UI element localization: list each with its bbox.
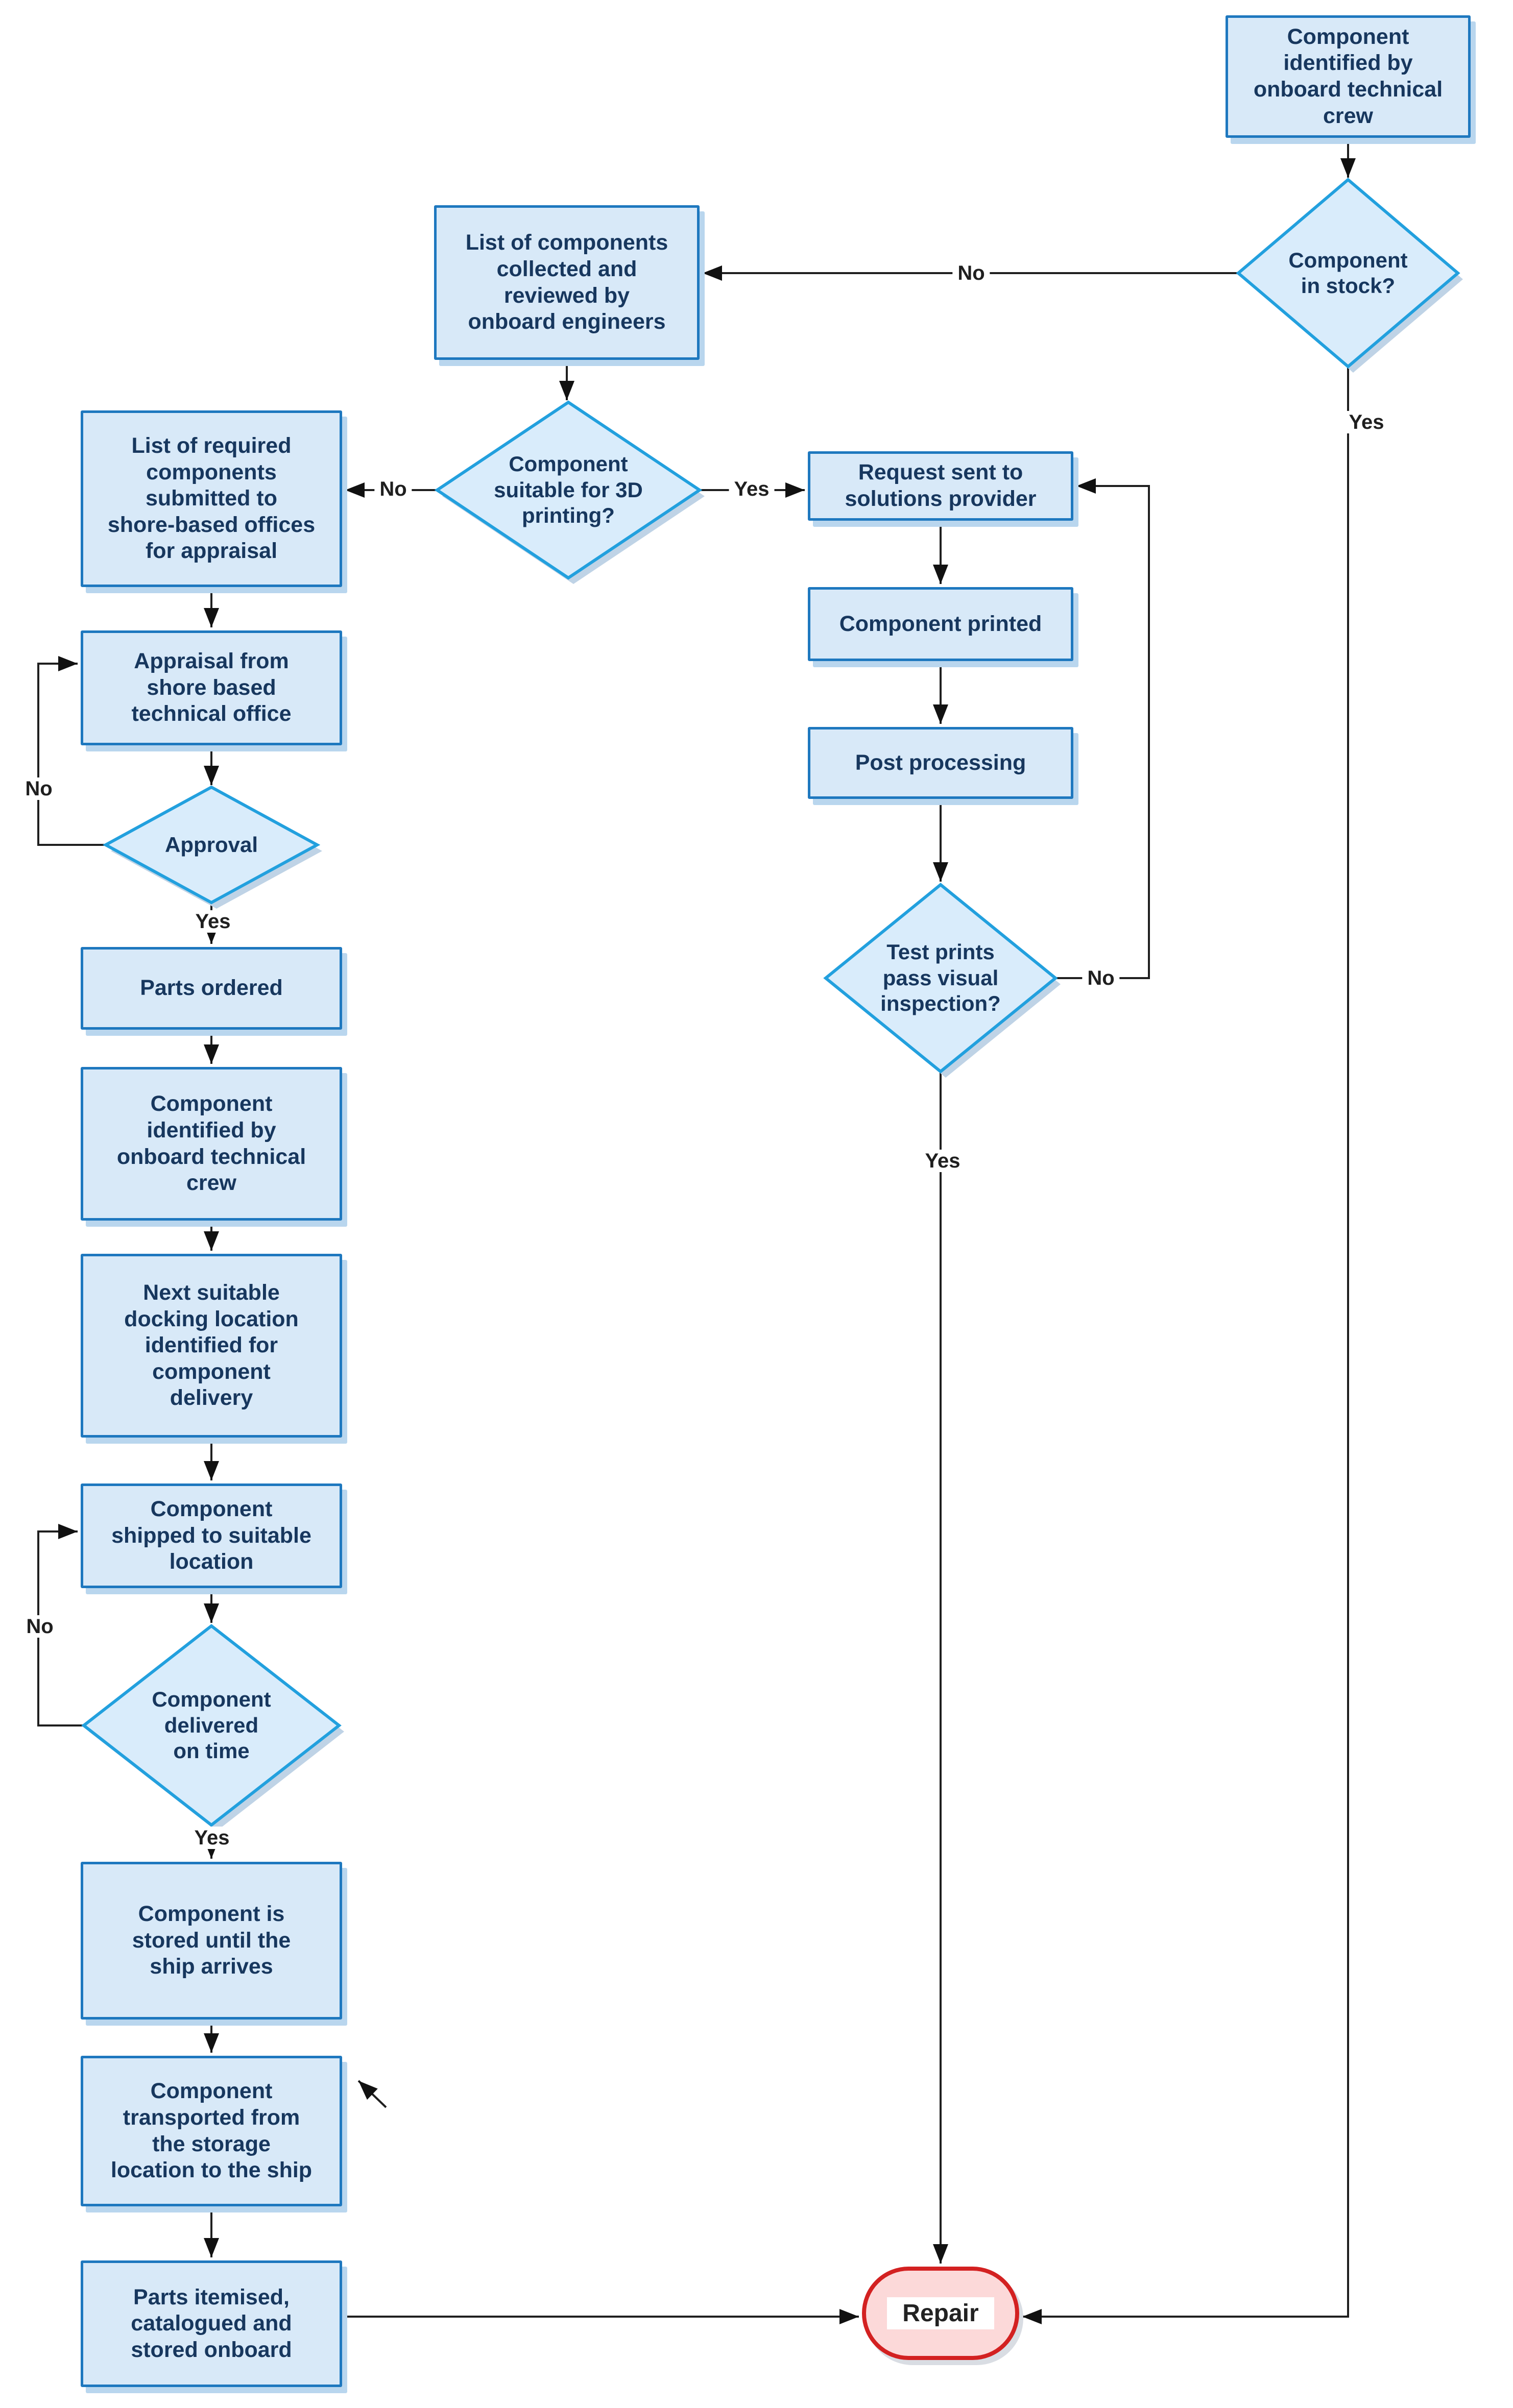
edge-label-test-no-loop: No: [1082, 967, 1120, 989]
component-transported: Component transported from the storage l…: [81, 2056, 342, 2206]
edge-label-3d-yes: Yes: [729, 478, 775, 500]
delivered-on-time-shape: [81, 1624, 342, 1827]
parts-ordered: Parts ordered: [81, 947, 342, 1030]
request-sent: Request sent to solutions provider: [808, 451, 1073, 521]
edge-label-stock-yes-to-repair: Yes: [1343, 411, 1389, 433]
component-shipped: Component shipped to suitable location: [81, 1483, 342, 1588]
list-required-components: List of required components submitted to…: [81, 410, 342, 587]
suitable-for-3d-printing-shape: [434, 400, 703, 580]
component-identified-left: Component identified by onboard technica…: [81, 1067, 342, 1221]
edge-label-delivered-no-loop: No: [21, 1615, 59, 1638]
list-components-collected: List of components collected and reviewe…: [434, 205, 700, 360]
approval-shape: [102, 785, 321, 905]
edge-label-3d-no: No: [374, 478, 412, 500]
component-stored: Component is stored until the ship arriv…: [81, 1862, 342, 2020]
repair: Repair: [862, 2267, 1019, 2360]
parts-itemised: Parts itemised, catalogued and stored on…: [81, 2260, 342, 2387]
component-in-stock-shape: [1236, 178, 1460, 369]
edge-label-stock-no: No: [952, 262, 990, 284]
next-docking-location: Next suitable docking location identifie…: [81, 1254, 342, 1438]
edge-approval-no-loop: [37, 656, 106, 846]
edge-transported-side-arrow: [357, 2080, 387, 2108]
repair-label: Repair: [887, 2297, 994, 2329]
component-identified-top: Component identified by onboard technica…: [1226, 15, 1471, 138]
edge-stock-yes-to-repair: [1022, 368, 1349, 2324]
edge-label-delivered-yes: Yes: [189, 1827, 235, 1849]
edge-label-test-yes-to-repair: Yes: [920, 1150, 966, 1172]
post-processing: Post processing: [808, 727, 1073, 799]
edge-label-approval-no-loop: No: [20, 777, 58, 800]
edge-label-approval-yes: Yes: [190, 910, 236, 933]
test-prints-inspection-shape: [823, 883, 1058, 1074]
appraisal-shore-office: Appraisal from shore based technical off…: [81, 630, 342, 745]
component-printed: Component printed: [808, 587, 1073, 661]
